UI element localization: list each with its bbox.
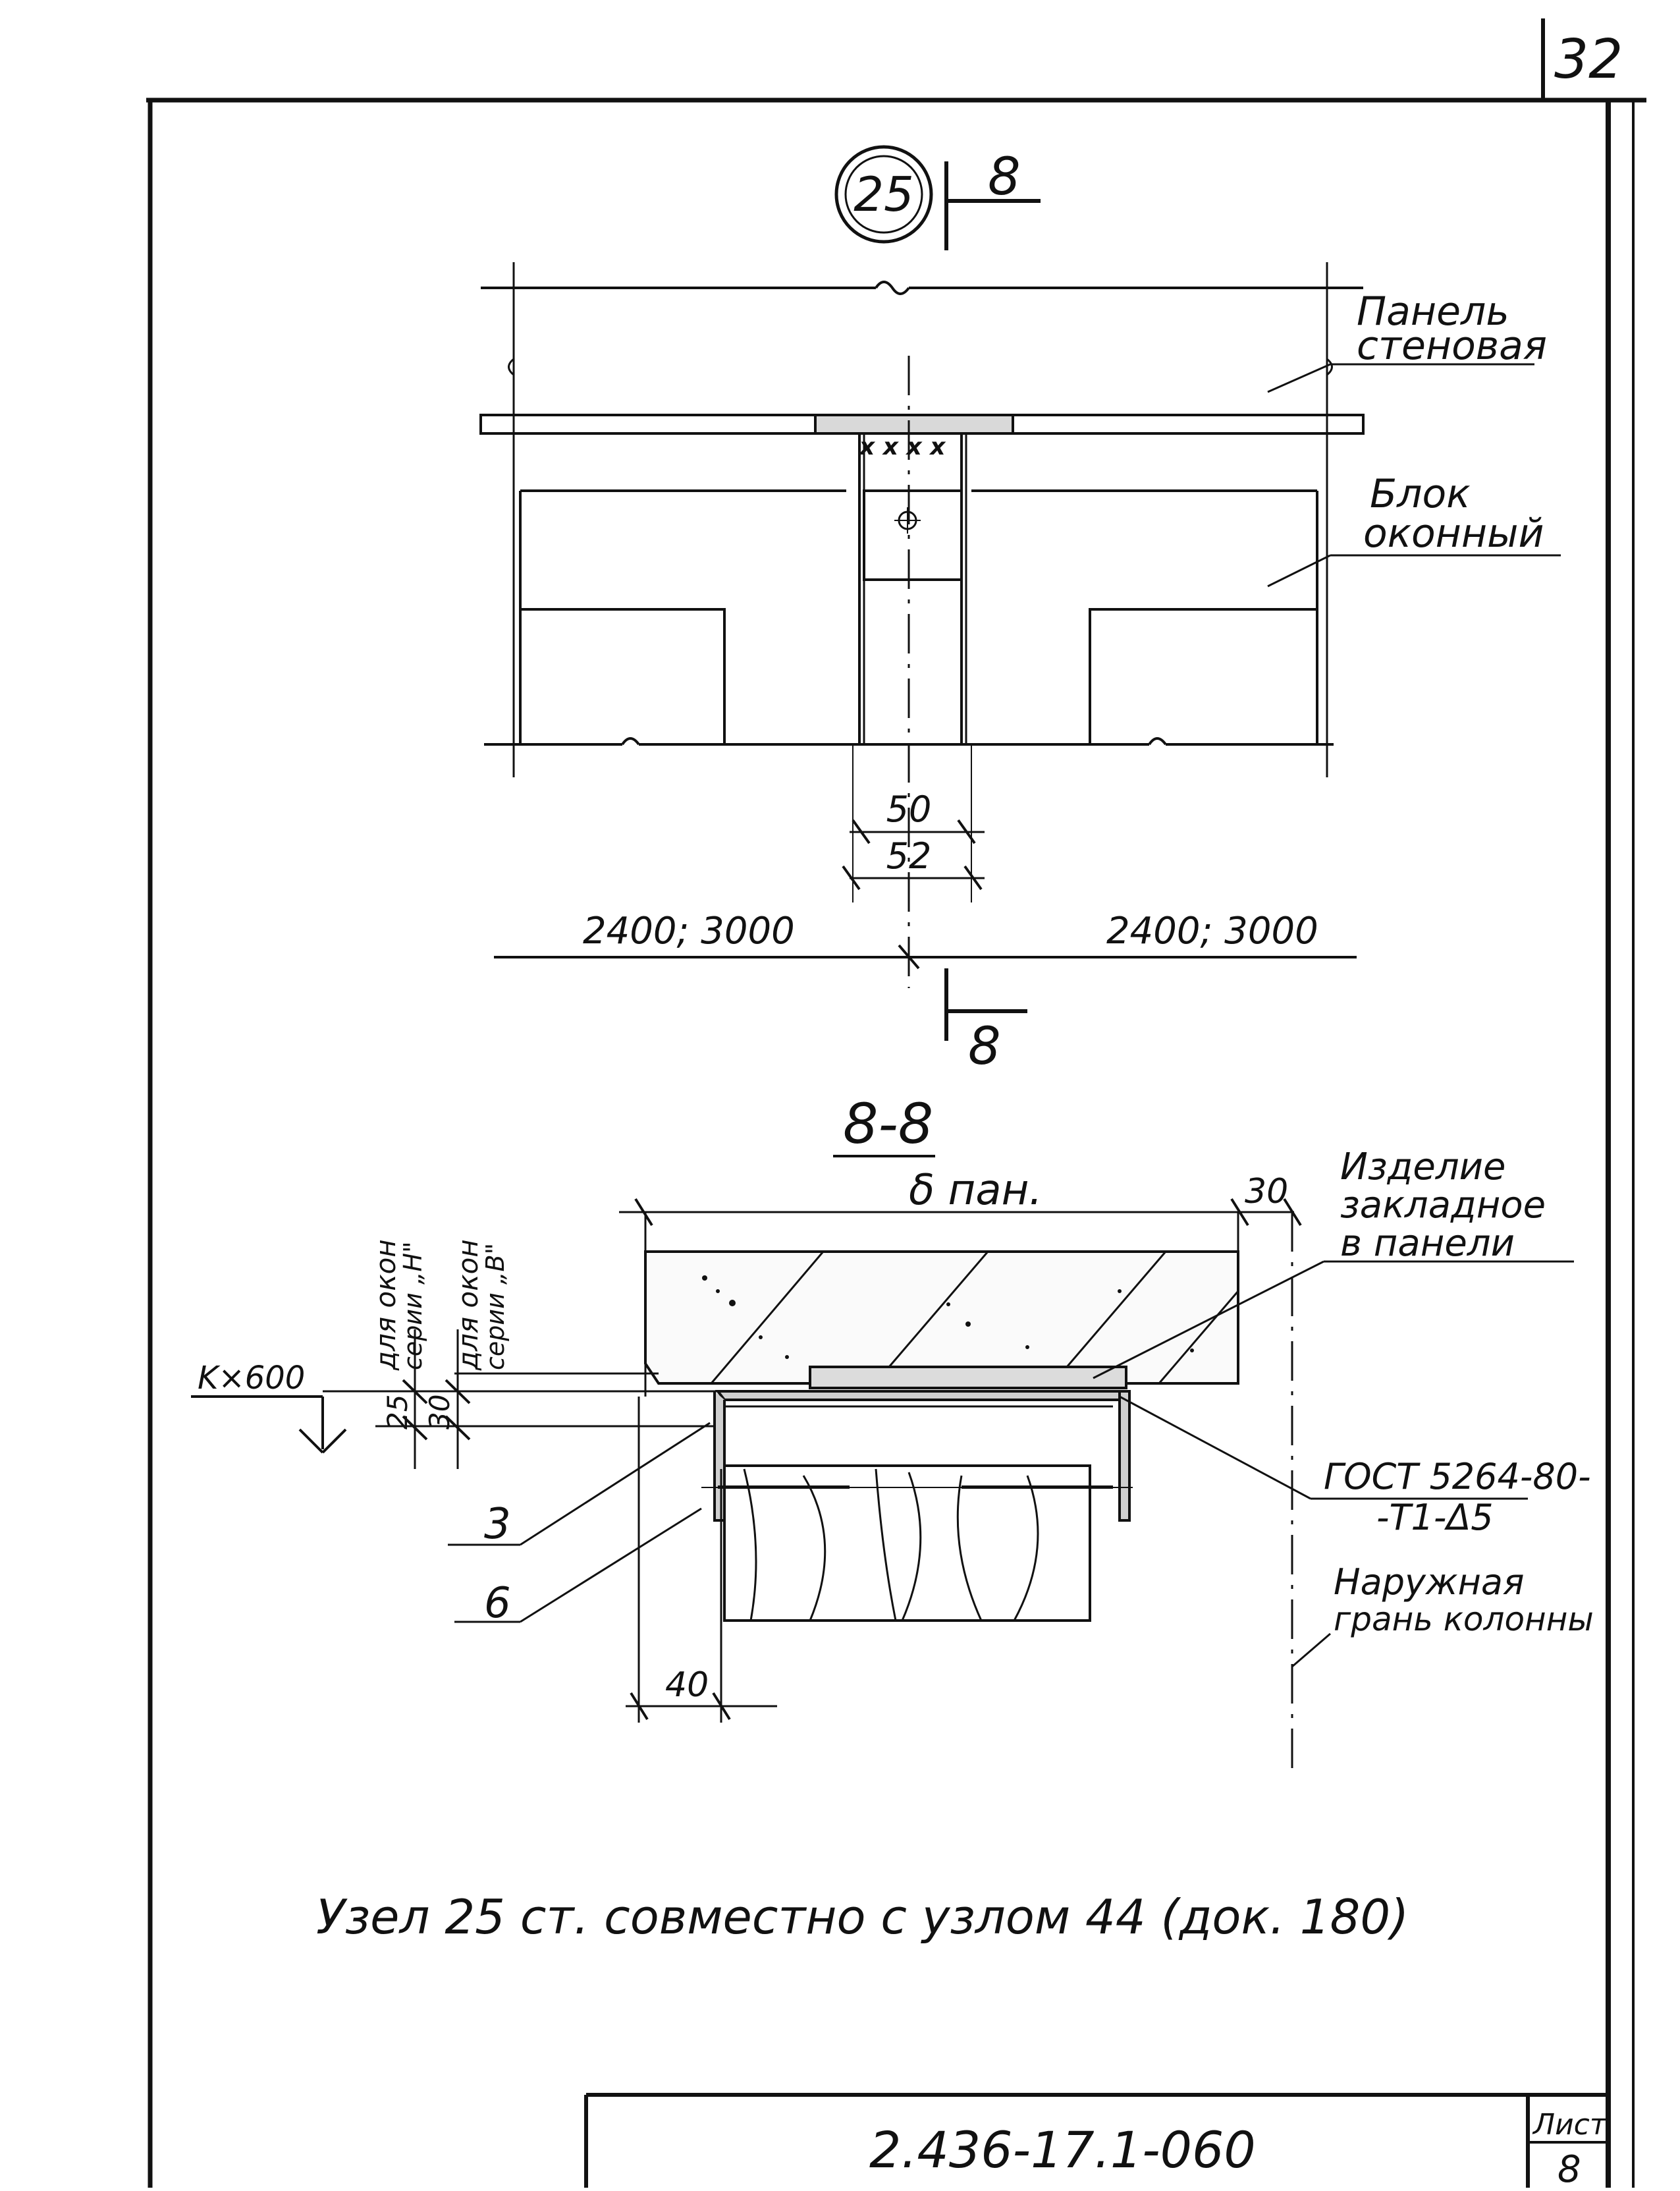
label-series-h-2: серии „Н" (398, 1241, 427, 1370)
section-mark-top: 8 (988, 148, 1021, 207)
label-window-block-1: Блок (1370, 471, 1470, 517)
doc-code: 2.436-17.1-060 (869, 2121, 1256, 2179)
label-outer-face-1: Наружная (1334, 1561, 1524, 1603)
label-dim-25: 25 (381, 1395, 414, 1429)
label-gost-2: -Т1-Δ5 (1376, 1497, 1494, 1538)
callout-3: 3 (484, 1500, 511, 1549)
label-panel-thickness: δ пан. (909, 1166, 1043, 1215)
page-number: 32 (1554, 28, 1623, 91)
label-embedded-1: Изделие (1340, 1146, 1505, 1188)
label-embedded-3: в панели (1340, 1222, 1515, 1265)
label-embedded-2: закладное (1340, 1184, 1546, 1227)
title-block (584, 2093, 1608, 2188)
label-gost-1: ГОСТ 5264-80- (1324, 1456, 1591, 1497)
svg-text:x x x x: x x x x (858, 433, 946, 460)
footer-note: Узел 25 ст. совместно с узлом 44 (док. 1… (316, 1889, 1409, 1945)
section-cut-mark-bottom: 8 (944, 968, 1027, 1076)
label-window-block-2: оконный (1363, 511, 1544, 557)
plan-view: x x x x 50 52 (479, 262, 1561, 988)
node-marker: 25 (834, 145, 933, 244)
label-series-h-1: для окон (369, 1239, 402, 1371)
sheet-number: 8 (1558, 2148, 1581, 2188)
dim-gap-outer: 52 (886, 835, 932, 877)
label-wall-panel-2: стеновая (1357, 323, 1547, 369)
sheet-frame (146, 18, 1646, 2188)
label-series-b-2: серии „В" (481, 1243, 510, 1370)
label-dim-40: 40 (665, 1665, 709, 1705)
sheet-label: Лист (1532, 2108, 1608, 2142)
section-title: 8-8 (843, 1092, 933, 1156)
label-outer-face-2: грань колонны (1334, 1600, 1594, 1638)
label-offset-30: 30 (1245, 1172, 1288, 1211)
dim-gap-inner: 50 (886, 789, 932, 830)
section-mark-bottom: 8 (968, 1017, 1001, 1076)
dim-span-right: 2400; 3000 (1106, 910, 1318, 953)
node-number: 25 (854, 167, 914, 222)
label-dim-30: 30 (423, 1395, 456, 1429)
callout-6: 6 (484, 1579, 511, 1628)
label-wall-panel-1: Панель (1357, 289, 1509, 335)
dim-span-left: 2400; 3000 (583, 910, 795, 953)
section-view (191, 1198, 1574, 1779)
label-series-b-1: для окон (452, 1239, 484, 1371)
label-level: K×600 (198, 1360, 305, 1397)
section-cut-mark-top: 8 (944, 148, 1041, 250)
